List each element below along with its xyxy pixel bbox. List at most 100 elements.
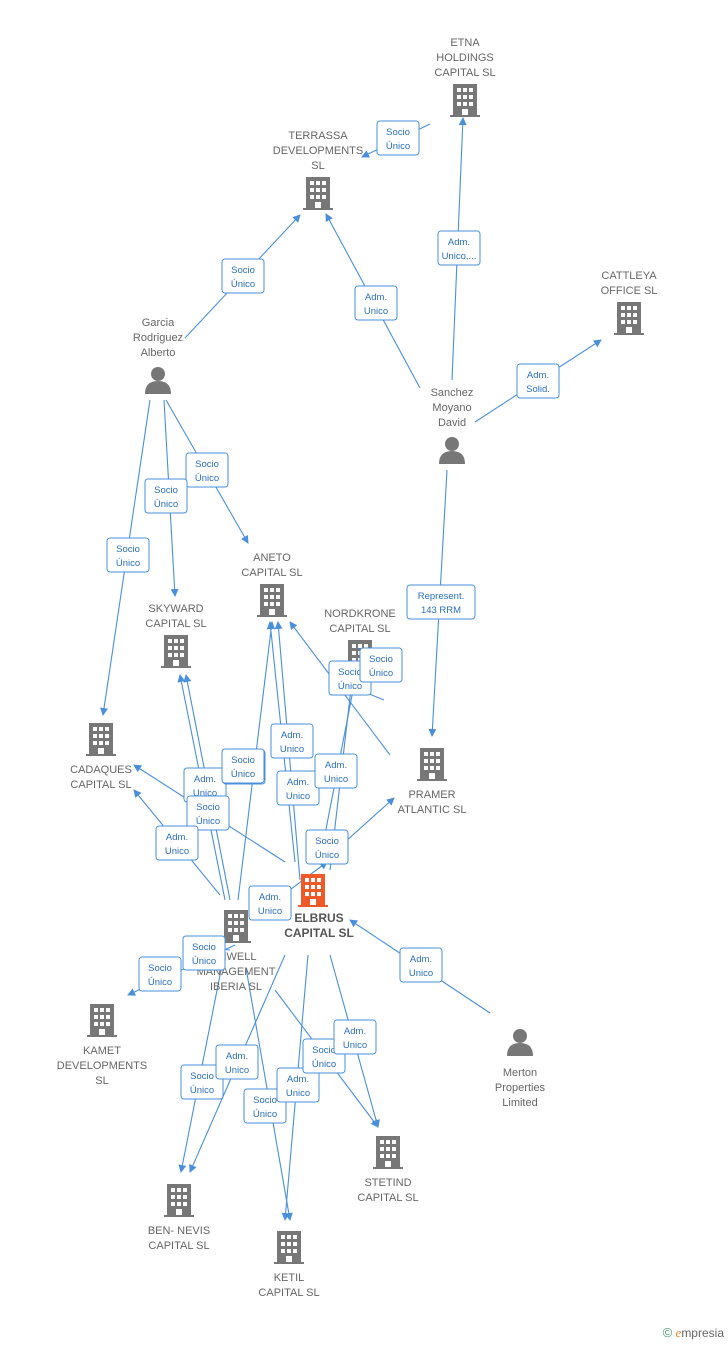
node-label-elbrus: CAPITAL SL: [284, 926, 354, 940]
node-label-cattleya: CATTLEYA: [601, 270, 657, 282]
edge-label-text: Adm.: [344, 1026, 366, 1037]
edge-label-22[interactable]: Adm.Unico: [248, 885, 292, 921]
node-ketil[interactable]: KETIL CAPITAL SL: [258, 1231, 320, 1299]
edge-label-text: Socio: [192, 942, 216, 953]
edge-label-text: Socio: [312, 1045, 336, 1056]
node-aneto[interactable]: ANETO CAPITAL SL: [241, 552, 303, 617]
node-label-pramer: ATLANTIC SL: [398, 804, 467, 816]
edge-label-text: Unico: [286, 1088, 310, 1099]
node-label-sanchez: Moyano: [432, 402, 471, 414]
edge-label-text: Único: [312, 1059, 336, 1070]
edge-label-text: 143 RRM: [421, 605, 461, 616]
edge-label-text: Socio: [386, 127, 410, 138]
edge-label-text: Unico: [225, 1065, 249, 1076]
copyright-icon: ©: [662, 1325, 673, 1340]
building-icon-etna: [450, 84, 480, 117]
edge-label-text: Socio: [116, 544, 140, 555]
edge-label-text: Adm.: [281, 730, 303, 741]
edge-label-box: [215, 1044, 259, 1080]
node-label-ketil: CAPITAL SL: [258, 1287, 319, 1299]
edge-label-text: Socio: [253, 1095, 277, 1106]
edge-label-3[interactable]: Adm.Solid.: [516, 363, 560, 399]
edge-label-text: Unico: [324, 774, 348, 785]
node-label-sanchez: David: [438, 417, 466, 429]
node-label-merton: Properties: [495, 1082, 546, 1094]
edge-label-text: Socio: [369, 654, 393, 665]
node-label-etna: ETNA: [450, 37, 480, 49]
node-label-etna: HOLDINGS: [436, 52, 493, 64]
edge-label-2[interactable]: Adm.Unico: [354, 285, 398, 321]
building-icon-terrassa: [303, 177, 333, 210]
edge-label-31[interactable]: Adm. Unico: [333, 1019, 377, 1055]
edge-label-box: [186, 795, 230, 831]
edge-label-27[interactable]: Adm. Unico: [215, 1044, 259, 1080]
edge-label-text: Adm.: [226, 1051, 248, 1062]
edge-label-box: [155, 825, 199, 861]
node-label-ketil: KETIL: [274, 1272, 305, 1284]
edge-label-19[interactable]: Adm.Unico: [314, 753, 358, 789]
node-label-aneto: CAPITAL SL: [241, 567, 302, 579]
edge-label-25[interactable]: Adm.Unico: [399, 947, 443, 983]
node-label-aneto: ANETO: [253, 552, 291, 564]
edge-label-18[interactable]: Adm.Unico: [276, 770, 320, 806]
edge-label-text: Adm.: [259, 892, 281, 903]
edge-label-box: [243, 1088, 287, 1124]
edge-label-text: Socio: [190, 1071, 214, 1082]
node-label-garcia: Rodriguez: [133, 332, 183, 344]
edge-label-text: Adm.: [287, 777, 309, 788]
edge-label-text: Socio: [154, 485, 178, 496]
edge-label-29[interactable]: Adm.Unico: [276, 1067, 320, 1103]
brand-name: mpresia: [681, 1326, 724, 1340]
edge-label-text: Unico: [343, 1040, 367, 1051]
edge-label-text: Único: [253, 1109, 277, 1120]
edge-label-text: Socio: [195, 459, 219, 470]
edge-label-8[interactable]: Represent. 143 RRM: [406, 584, 476, 620]
node-label-kamet: SL: [95, 1075, 108, 1087]
edge-label-box: [106, 537, 150, 573]
node-label-cadaques: CAPITAL SL: [70, 779, 131, 791]
edge-label-box: [359, 647, 403, 683]
node-label-kamet: DEVELOPMENTS: [57, 1060, 147, 1072]
edge-label-16[interactable]: Adm. Unico: [270, 723, 314, 759]
edge-label-text: Unico: [364, 306, 388, 317]
edge-label-box: [221, 748, 265, 784]
edge-label-text: Unico: [280, 744, 304, 755]
edge-label-15[interactable]: Adm.Unico: [155, 825, 199, 861]
person-icon-merton: [507, 1029, 533, 1056]
edge-label-text: Unico: [193, 788, 217, 799]
edge-label-text: Único: [369, 668, 393, 679]
edge-label-1[interactable]: Adm.Unico,...: [437, 230, 481, 266]
edge-label-text: Adm.: [194, 774, 216, 785]
edge-label-text: Represent.: [418, 591, 464, 602]
edge-label-box: [221, 258, 265, 294]
node-label-nordkrone: CAPITAL SL: [329, 623, 390, 635]
edge-label-text: Adm.: [410, 954, 432, 965]
